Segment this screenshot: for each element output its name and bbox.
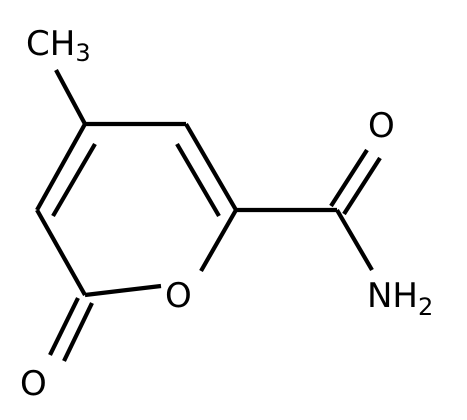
bond-c5-c6-inner [175,142,221,218]
bond-amide-c-n [335,208,374,272]
amide-nitrogen-symbol: NH [367,276,418,316]
methyl-symbol: CH [26,24,75,64]
amide-nitrogen-label: NH2 [367,276,433,321]
bond-o1-c2 [84,283,162,298]
amide-nitrogen-subscript: 2 [418,293,433,321]
bond-c4-c3-inner [51,142,97,218]
bond-c5-c6 [184,122,238,212]
bond-c6-o1 [199,208,238,273]
methyl-subscript: 3 [75,39,90,67]
bond-c4-c3 [35,122,87,212]
carbonyl-oxygen-label: O [20,364,47,404]
bond-c2-carbonyl-b [62,302,94,362]
ring-oxygen-label: O [165,276,192,316]
bond-c2-carbonyl-a [48,297,80,356]
bond-amide-c-o-a [329,148,369,208]
methyl-label: CH3 [26,24,91,67]
bond-c3-c2 [35,208,87,297]
bond-amide-c-o-b [342,156,382,216]
amide-oxygen-label: O [368,106,395,146]
bond-c4-methyl [54,69,87,125]
